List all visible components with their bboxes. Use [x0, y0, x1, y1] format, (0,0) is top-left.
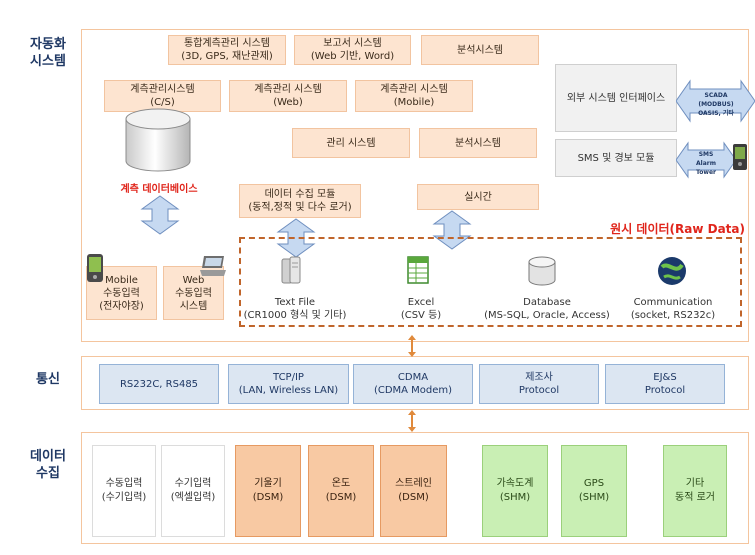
source-label-text-file: Text File (CR1000 형식 및 기타): [243, 297, 347, 321]
excel-icon: [407, 256, 429, 284]
raw-data-container: [239, 237, 742, 327]
realtime-double-arrow: [432, 210, 472, 250]
comm-box-rs232c[interactable]: RS232C, RS485: [99, 364, 219, 404]
analysis-system-box[interactable]: 분석시스템: [419, 128, 537, 158]
report-system-box[interactable]: 보고서 시스템 (Web 기반, Word): [294, 35, 411, 65]
sms-double-arrow: [676, 141, 736, 179]
integrated-monitoring-system-box[interactable]: 통합계측관리 시스템 (3D, GPS, 재난관제): [168, 35, 286, 65]
collect-box-manual-excel[interactable]: 수기입력 (엑셀입력): [161, 445, 225, 537]
raw-data-title: 원시 데이터(Raw Data): [610, 222, 745, 236]
collect-box-temperature[interactable]: 온도 (DSM): [308, 445, 374, 537]
comm-box-ejs-protocol[interactable]: EJ&S Protocol: [605, 364, 725, 404]
database-icon: [528, 256, 556, 286]
source-label-communication: Communication (socket, RS232c): [630, 297, 716, 321]
alarm-device-icon: [733, 144, 747, 170]
collect-box-other-dynamic-logger[interactable]: 기타 동적 로거: [663, 445, 727, 537]
sms-alarm-module-box[interactable]: SMS 및 경보 모듈: [555, 139, 677, 177]
source-label-excel: Excel (CSV 등): [400, 297, 442, 321]
web-manual-input-box[interactable]: Web 수동입력 시스템: [163, 266, 224, 320]
collect-box-manual-handwritten[interactable]: 수동입력 (수기입력): [92, 445, 156, 537]
section-label-data-collection: 데이터 수집: [30, 449, 66, 481]
management-system-cs-box[interactable]: 계측관리시스템 (C/S): [104, 80, 221, 112]
laptop-icon: [200, 256, 226, 276]
comm-connector-arrow-bottom: [408, 410, 416, 432]
scada-arrow-label: SCADA (MODBUS) OASIS, 기타: [698, 92, 734, 117]
source-label-database: Database (MS-SQL, Oracle, Access): [484, 297, 610, 321]
db-input-double-arrow: [140, 195, 180, 235]
comm-box-tcpip[interactable]: TCP/IP (LAN, Wireless LAN): [228, 364, 349, 404]
collect-box-strain[interactable]: 스트레인 (DSM): [380, 445, 447, 537]
comm-box-vendor-protocol[interactable]: 제조사 Protocol: [479, 364, 599, 404]
section-label-automation: 자동화 시스템: [30, 37, 66, 69]
comm-connector-arrow-top: [408, 335, 416, 357]
external-interface-box[interactable]: 외부 시스템 인터페이스: [555, 64, 677, 132]
text-file-icon: [281, 256, 301, 284]
collect-box-gps[interactable]: GPS (SHM): [561, 445, 627, 537]
analysis-system-box-top[interactable]: 분석시스템: [421, 35, 539, 65]
collect-box-tilt[interactable]: 기울기 (DSM): [235, 445, 301, 537]
scada-double-arrow: [676, 79, 755, 123]
measurement-database-icon: [125, 108, 191, 172]
management-system-web-box[interactable]: 계측관리 시스템 (Web): [229, 80, 347, 112]
management-system-mobile-box[interactable]: 계측관리 시스템 (Mobile): [355, 80, 473, 112]
section-label-communication: 통신: [36, 372, 60, 387]
comm-box-cdma[interactable]: CDMA (CDMA Modem): [353, 364, 473, 404]
globe-icon: [658, 257, 686, 285]
sms-arrow-label: SMS Alarm Tower: [696, 151, 716, 176]
realtime-box[interactable]: 실시간: [417, 184, 539, 210]
data-collection-module-box[interactable]: 데이터 수집 모듈 (동적,정적 및 다수 로거): [239, 184, 361, 218]
mobile-device-icon: [87, 254, 103, 282]
database-label: 계측 데이터베이스: [120, 184, 198, 195]
collect-box-accelerometer[interactable]: 가속도계 (SHM): [482, 445, 548, 537]
admin-system-box[interactable]: 관리 시스템: [292, 128, 410, 158]
